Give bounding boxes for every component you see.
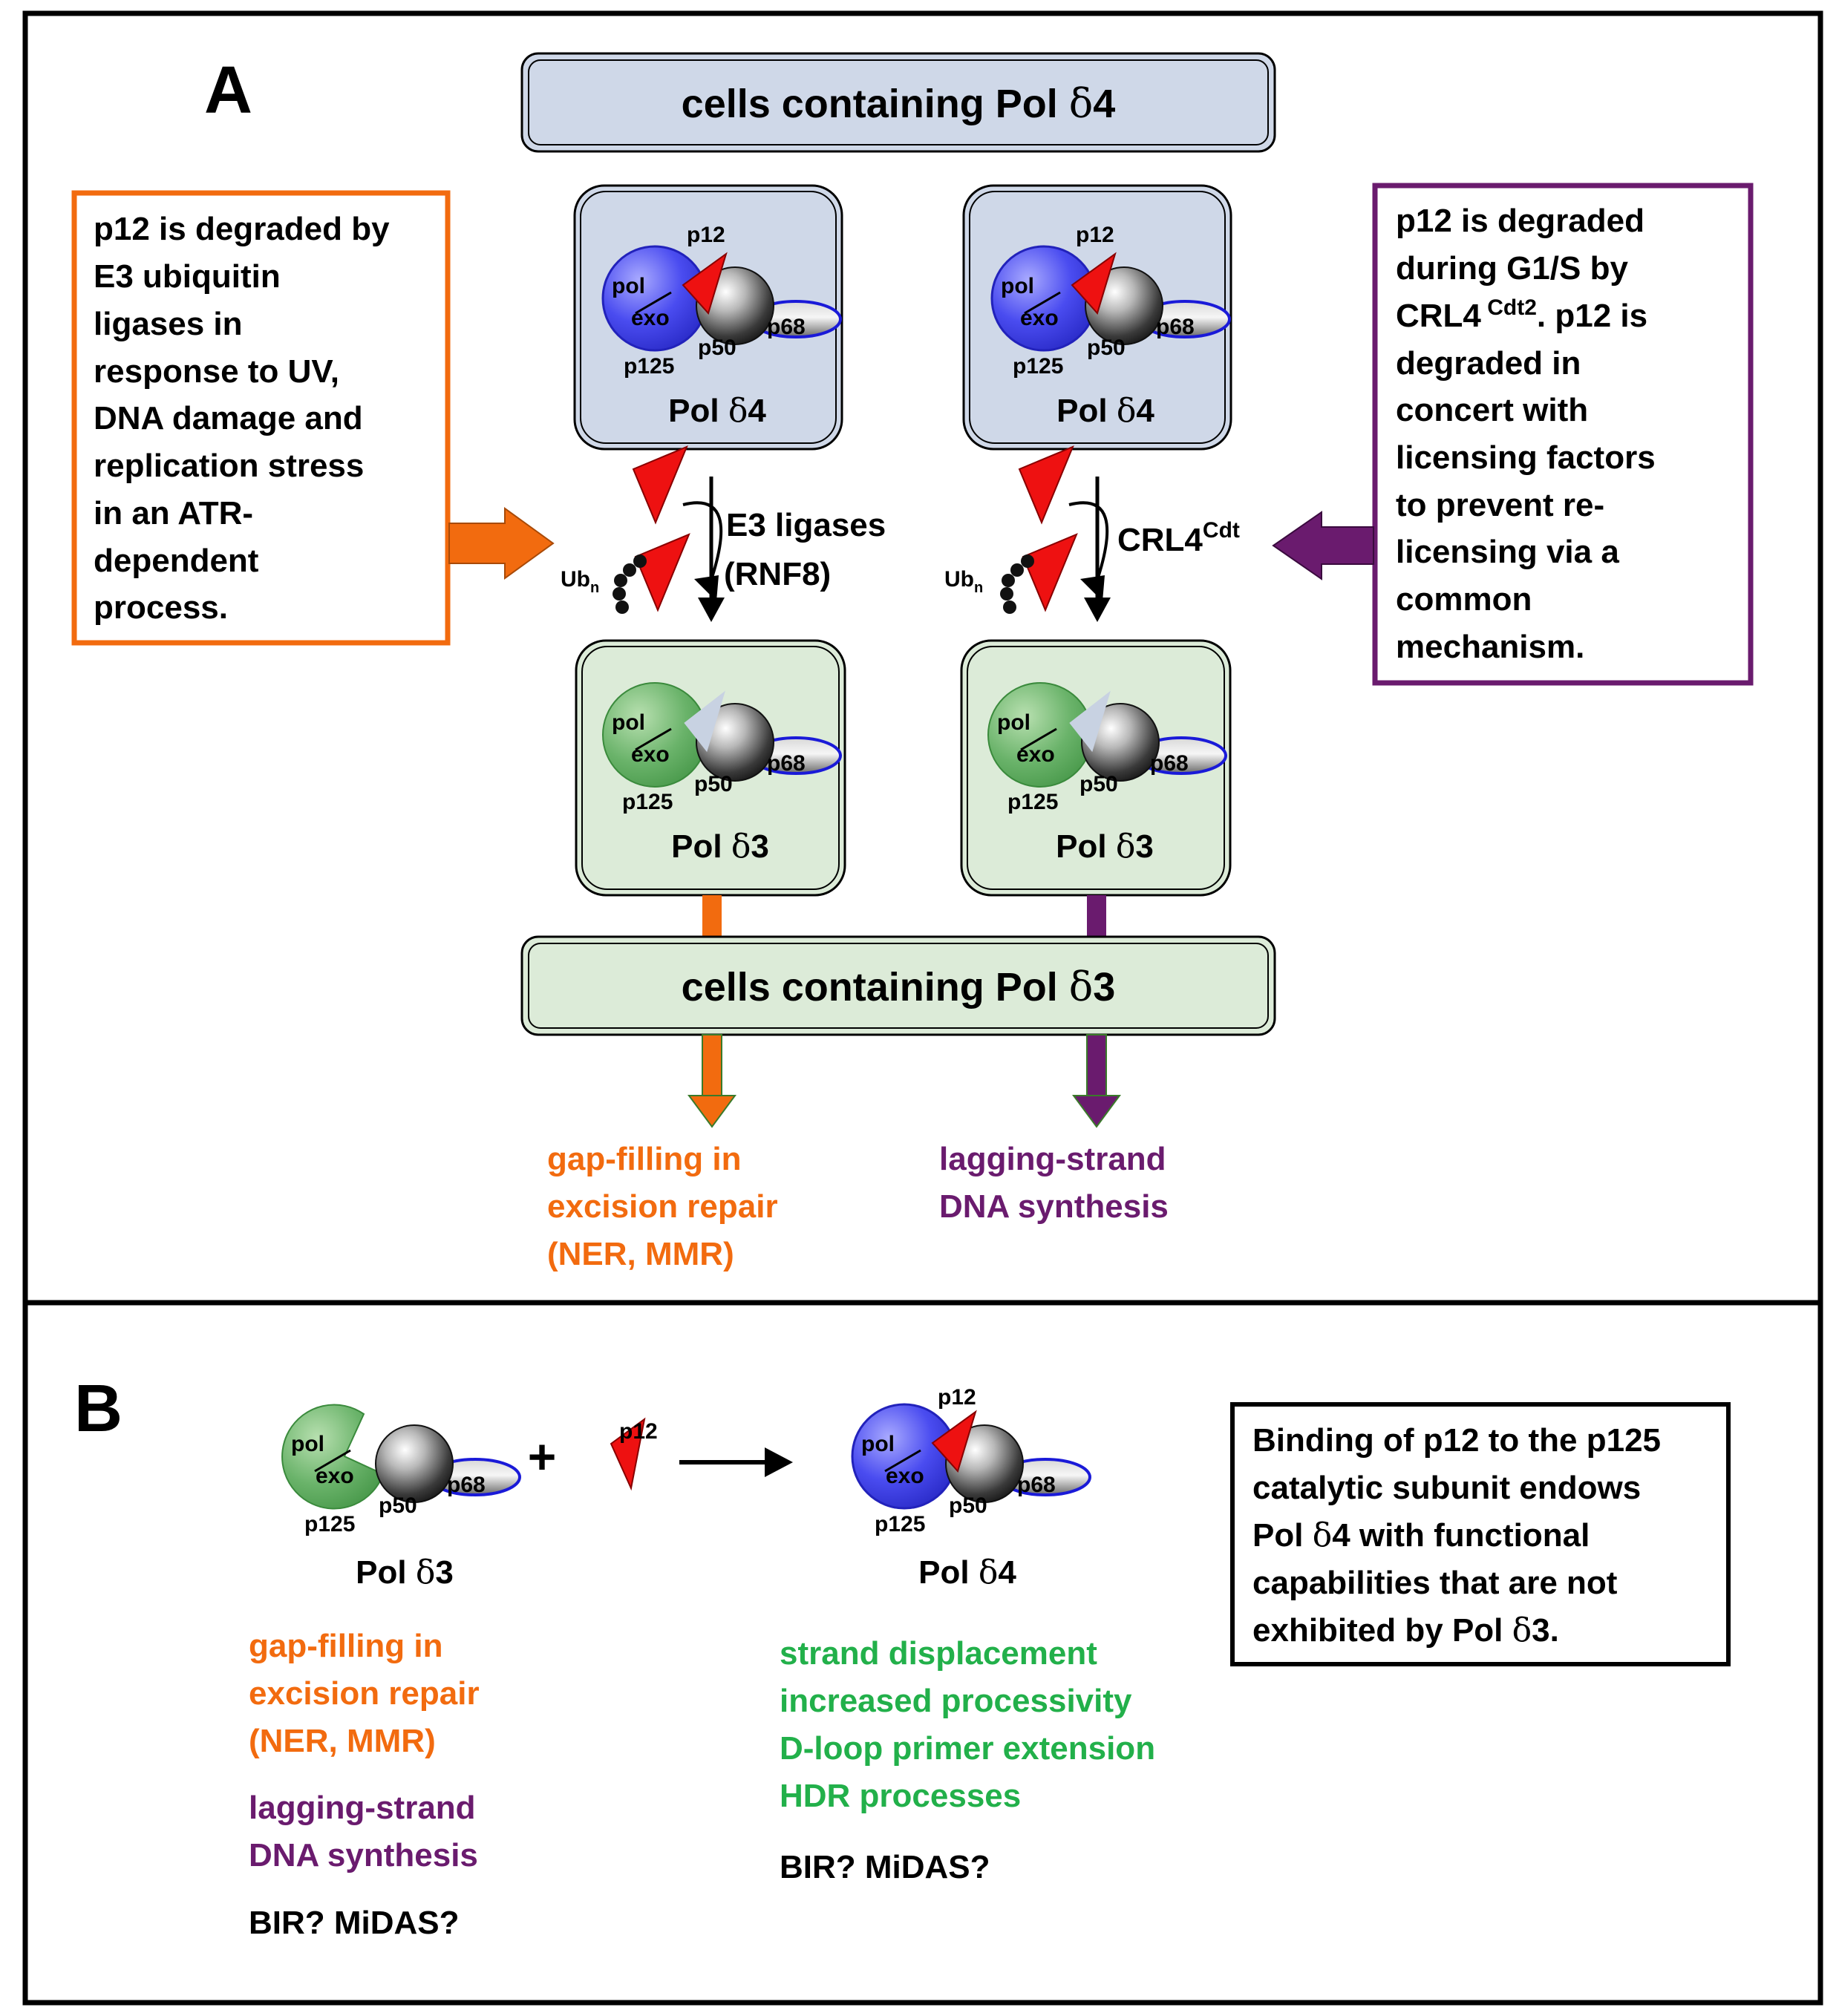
pol-delta3-box-left: pol exo p50 p68 p125 Pol δ3 (575, 639, 846, 897)
svg-text:p12 is degraded during: p12 is degraded during G1/S by (1396, 203, 1653, 287)
svg-text:p12: p12 (619, 1419, 658, 1444)
panel-b-right-green: strand displacement increased processivi… (780, 1635, 1164, 1814)
pol-delta3-box-right: pol exo p50 p68 p125 Pol δ3 (960, 639, 1232, 897)
svg-text:Pol δ3: Pol δ3 (671, 828, 769, 865)
svg-text:p50: p50 (1087, 336, 1126, 360)
svg-text:p68: p68 (1017, 1473, 1056, 1497)
svg-text:capabilities that are not: capabilities that are not (1252, 1565, 1618, 1601)
svg-text:E3 ligases: E3 ligases (726, 507, 886, 543)
svg-text:p50: p50 (694, 772, 733, 796)
orange-down-arrow (687, 1034, 736, 1128)
orange-connector (702, 895, 722, 938)
plus-sign: + (528, 1429, 557, 1484)
svg-text:p125: p125 (1013, 354, 1063, 379)
left-outcome-text: gap-filling in excision repair (NER, MMR… (547, 1141, 787, 1272)
svg-text:p125: p125 (1007, 790, 1058, 814)
pol-delta4-box-left: pol exo p12 p50 p68 p125 Pol δ4 (573, 184, 843, 451)
svg-text:p68: p68 (767, 751, 806, 776)
outer-frame (22, 10, 1823, 2006)
svg-text:p68: p68 (1150, 751, 1189, 776)
svg-text:p12 is degraded by E3 ub: p12 is degraded by E3 ubiquitin ligases … (94, 211, 399, 626)
svg-text:pol: pol (291, 1432, 324, 1456)
panel-b-pol-delta4: pol exo p12 p50 p68 p125 Pol δ4 (851, 1385, 1091, 1591)
panel-b-left-purple: lagging-strand DNA synthesis (249, 1790, 485, 1873)
svg-text:p125: p125 (875, 1512, 925, 1536)
right-note-box: p12 is degraded during G1/S by CRL4 Cdt2… (1372, 183, 1754, 686)
reaction-arrow (679, 1447, 793, 1477)
panel-b-left-black: BIR? MiDAS? (249, 1905, 460, 1941)
svg-text:Pol δ4: Pol δ4 (918, 1554, 1016, 1591)
svg-text:p50: p50 (379, 1493, 417, 1518)
svg-text:pol: pol (612, 710, 645, 735)
svg-text:cells containing Pol δ3: cells containing Pol δ3 (682, 963, 1116, 1010)
svg-text:p125: p125 (304, 1512, 355, 1536)
svg-text:exo: exo (631, 742, 670, 767)
svg-text:p12: p12 (1076, 223, 1114, 247)
svg-text:p68: p68 (767, 315, 806, 339)
svg-text:Pol δ3: Pol δ3 (1056, 828, 1154, 865)
degradation-step-left: Ubn E3 ligases (RNF8) (561, 446, 886, 622)
purple-left-arrow (1272, 511, 1374, 580)
svg-text:Binding of p12 to the p125: Binding of p12 to the p125 catalytic sub… (1252, 1422, 1670, 1506)
panel-b-label: B (74, 1372, 123, 1446)
panel-a-label: A (204, 53, 252, 128)
svg-text:Ubn: Ubn (944, 567, 983, 596)
svg-text:Pol δ4: Pol δ4 (1056, 392, 1154, 430)
svg-text:exo: exo (886, 1464, 924, 1488)
svg-text:cells containing Pol δ4: cells containing Pol δ4 (682, 80, 1116, 127)
degradation-step-right: Ubn CRL4Cdt (944, 446, 1240, 622)
svg-text:p125: p125 (624, 354, 674, 379)
svg-text:CRL4 Cdt2. p12 is: CRL4 Cdt2. p12 is (1396, 295, 1647, 334)
bottom-banner: cells containing Pol δ3 (520, 935, 1276, 1036)
pol-delta4-box-right: pol exo p12 p50 p68 p125 Pol δ4 (962, 184, 1232, 451)
svg-text:Pol δ4 with functional: Pol δ4 with functional (1252, 1516, 1590, 1554)
panel-b-pol-delta3: pol exo p50 p68 p125 Pol δ3 (281, 1403, 521, 1591)
purple-down-arrow (1072, 1034, 1121, 1128)
svg-text:p12: p12 (938, 1385, 976, 1410)
svg-text:exo: exo (1020, 306, 1059, 330)
svg-text:pol: pol (997, 710, 1030, 735)
panel-b-left-orange: gap-filling in excision repair (NER, MMR… (249, 1628, 489, 1759)
purple-connector (1087, 895, 1106, 938)
svg-text:pol: pol (1001, 274, 1034, 298)
svg-text:p125: p125 (622, 790, 673, 814)
svg-text:p50: p50 (949, 1493, 987, 1518)
free-p12-subunit: p12 (610, 1417, 658, 1491)
svg-text:p50: p50 (698, 336, 736, 360)
svg-text:Pol δ3: Pol δ3 (356, 1554, 454, 1591)
svg-text:Ubn: Ubn (561, 567, 599, 596)
svg-text:(RNF8): (RNF8) (724, 556, 831, 592)
orange-right-arrow (448, 507, 555, 580)
panel-b-right-black: BIR? MiDAS? (780, 1849, 990, 1885)
top-banner: cells containing Pol δ4 (520, 52, 1276, 153)
svg-text:pol: pol (612, 274, 645, 298)
svg-text:p50: p50 (1079, 772, 1118, 796)
svg-text:p68: p68 (447, 1473, 486, 1497)
svg-text:exo: exo (631, 306, 670, 330)
left-note-box: p12 is degraded by E3 ubiquitin ligases … (71, 190, 451, 646)
svg-text:pol: pol (861, 1432, 895, 1456)
svg-text:Pol δ4: Pol δ4 (668, 392, 766, 430)
panel-b-note-box: Binding of p12 to the p125 catalytic sub… (1230, 1402, 1731, 1666)
svg-text:p68: p68 (1156, 315, 1195, 339)
svg-text:exo: exo (316, 1464, 354, 1488)
svg-text:CRL4Cdt: CRL4Cdt (1117, 518, 1240, 558)
svg-text:degraded in concert with: degraded in concert with licensing facto… (1396, 345, 1665, 665)
right-outcome-text: lagging-strand DNA synthesis (939, 1141, 1175, 1225)
svg-text:exo: exo (1016, 742, 1055, 767)
svg-text:exhibited by Pol δ3.: exhibited by Pol δ3. (1252, 1611, 1559, 1649)
svg-text:p12: p12 (687, 223, 725, 247)
